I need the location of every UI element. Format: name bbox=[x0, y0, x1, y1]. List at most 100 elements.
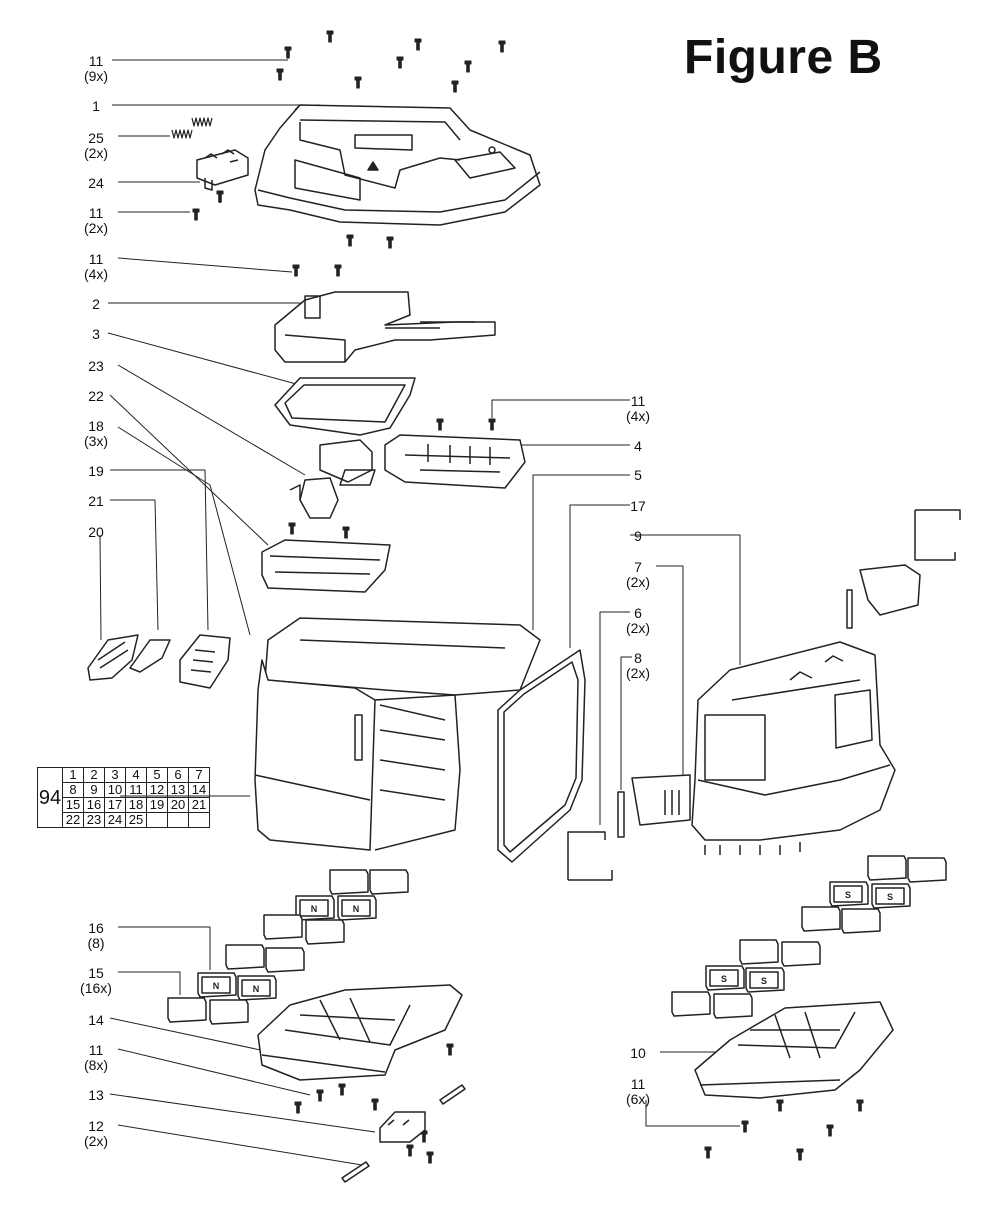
spacer-block bbox=[369, 869, 409, 895]
callout-c11b: 11(2x) bbox=[76, 206, 116, 236]
callout-c15: 15(16x) bbox=[76, 966, 116, 996]
callout-number: 2 bbox=[92, 296, 100, 312]
magnet-label: N bbox=[253, 984, 260, 994]
part-17-gasket bbox=[497, 649, 586, 863]
callout-c2: 2 bbox=[76, 297, 116, 312]
callout-number: 3 bbox=[92, 326, 100, 342]
callout-number: 17 bbox=[630, 498, 646, 514]
magnet-block: N bbox=[237, 975, 277, 1001]
spacer-block bbox=[907, 857, 947, 883]
callout-number: 24 bbox=[88, 175, 104, 191]
callout-number: 11 bbox=[88, 251, 104, 267]
magnet-label: N bbox=[213, 981, 220, 991]
screw-icon bbox=[342, 526, 350, 539]
callout-quantity: (2x) bbox=[625, 574, 651, 590]
callout-number: 9 bbox=[634, 528, 642, 544]
callout-c1: 1 bbox=[76, 99, 116, 114]
callout-number: 4 bbox=[634, 438, 642, 454]
callout-c16: 16(8) bbox=[76, 921, 116, 951]
screw-icon bbox=[338, 1083, 346, 1096]
spacer-block bbox=[225, 944, 265, 970]
part-24-switch bbox=[196, 149, 249, 203]
callout-number: 19 bbox=[88, 463, 104, 479]
part-23-connector bbox=[289, 439, 376, 519]
part-4-bracket bbox=[384, 434, 526, 489]
screw-icon bbox=[856, 1099, 864, 1112]
callout-c23: 23 bbox=[76, 359, 116, 374]
callout-number: 1 bbox=[92, 98, 100, 114]
kit-cell: 10 bbox=[104, 782, 126, 798]
spacer-block bbox=[781, 941, 821, 967]
callout-c11d: 11(4x) bbox=[618, 394, 658, 424]
magnet-block: S bbox=[829, 881, 869, 907]
callout-number: 12 bbox=[88, 1118, 104, 1134]
callout-number: 11 bbox=[88, 205, 104, 221]
callout-number: 6 bbox=[634, 605, 642, 621]
callout-number: 10 bbox=[630, 1045, 646, 1061]
spacer-block bbox=[329, 869, 369, 895]
callout-quantity: (6x) bbox=[625, 1091, 651, 1107]
part-2-plate bbox=[274, 291, 496, 363]
spacer-block bbox=[739, 939, 779, 965]
magnet-label: N bbox=[353, 904, 360, 914]
part-1-top-housing bbox=[254, 104, 541, 226]
part-7-latch bbox=[631, 564, 921, 826]
callout-number: 15 bbox=[88, 965, 104, 981]
callout-number: 13 bbox=[88, 1087, 104, 1103]
callout-c11f: 11(6x) bbox=[618, 1077, 658, 1107]
kit-cell bbox=[188, 812, 210, 828]
callout-number: 11 bbox=[88, 1042, 104, 1058]
kit-cell: 12 bbox=[146, 782, 168, 798]
callout-c5: 5 bbox=[618, 468, 658, 483]
screw-icon bbox=[406, 1144, 414, 1157]
magnet-block: N bbox=[197, 972, 237, 998]
screw-icon bbox=[276, 68, 284, 81]
part-6-handle bbox=[567, 509, 961, 881]
magnet-block: S bbox=[871, 883, 911, 909]
callout-number: 25 bbox=[88, 130, 104, 146]
screw-icon bbox=[776, 1099, 784, 1112]
kit-cell: 22 bbox=[62, 812, 84, 828]
part-14-base bbox=[257, 984, 463, 1081]
callout-number: 11 bbox=[630, 393, 646, 409]
screw-icon bbox=[704, 1146, 712, 1159]
callout-c3: 3 bbox=[76, 327, 116, 342]
callout-quantity: (2x) bbox=[625, 620, 651, 636]
spacer-block bbox=[305, 919, 345, 945]
screw-icon bbox=[294, 1101, 302, 1114]
magnet-label: S bbox=[721, 974, 727, 984]
callout-number: 11 bbox=[88, 53, 104, 69]
callout-c7: 7(2x) bbox=[618, 560, 658, 590]
leader-lines bbox=[99, 59, 741, 1166]
screw-icon bbox=[436, 418, 444, 431]
kit-cell: 11 bbox=[125, 782, 147, 798]
screw-icon bbox=[396, 56, 404, 69]
screw-icon bbox=[446, 1043, 454, 1056]
callout-number: 5 bbox=[634, 467, 642, 483]
screw-icon bbox=[464, 60, 472, 73]
part-20-plate bbox=[87, 634, 139, 681]
screw-icon bbox=[451, 80, 459, 93]
callout-c17: 17 bbox=[618, 499, 658, 514]
callout-c18: 18(3x) bbox=[76, 419, 116, 449]
part-12-pins bbox=[341, 1084, 466, 1183]
callout-quantity: (16x) bbox=[80, 980, 112, 996]
screw-icon bbox=[488, 418, 496, 431]
spacer-block bbox=[671, 991, 711, 1017]
magnet-label: S bbox=[887, 892, 893, 902]
magnet-block: N bbox=[295, 895, 335, 921]
screw-icon bbox=[326, 30, 334, 43]
callout-c21: 21 bbox=[76, 494, 116, 509]
callout-quantity: (3x) bbox=[83, 433, 109, 449]
kit-cell: 15 bbox=[62, 797, 84, 813]
screw-icon bbox=[192, 208, 200, 221]
callout-c14: 14 bbox=[76, 1013, 116, 1028]
screw-icon bbox=[334, 264, 342, 277]
screw-icon bbox=[292, 264, 300, 277]
